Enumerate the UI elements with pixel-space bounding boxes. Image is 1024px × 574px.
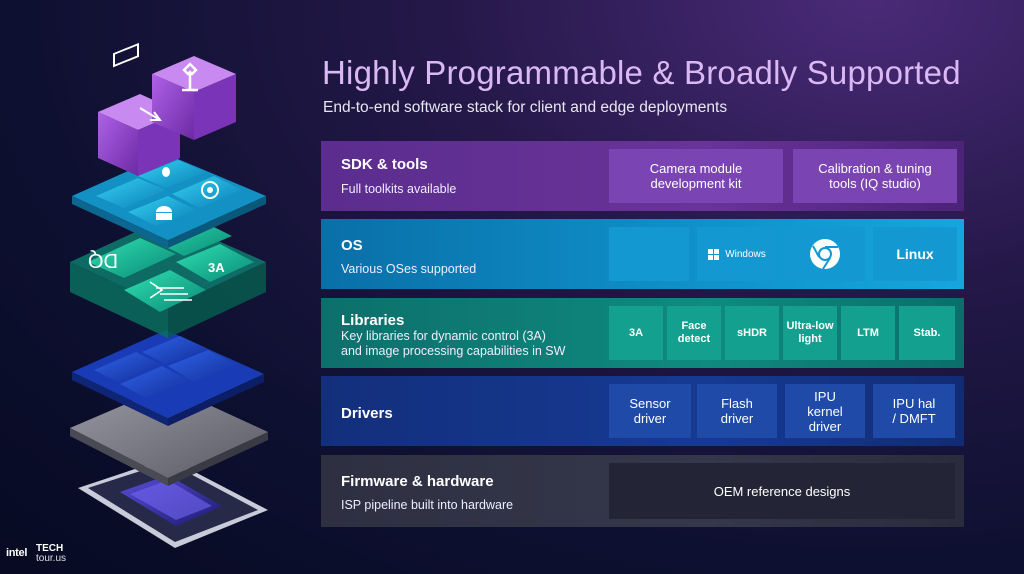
windows-cell: Windows <box>697 227 777 281</box>
sdk-tools-row: SDK & tools Full toolkits available Came… <box>321 141 964 211</box>
sdk-row-desc: Full toolkits available <box>341 182 457 196</box>
windows-label: Windows <box>725 248 766 260</box>
lib-ltm-cell: LTM <box>841 306 895 360</box>
firmware-hardware-row: Firmware & hardware ISP pipeline built i… <box>321 455 964 527</box>
linux-cell: Linux <box>873 227 957 281</box>
drivers-row: Drivers Sensor driver Flash driver IPU k… <box>321 376 964 446</box>
software-stack-illustration: DQ 3A <box>70 42 268 548</box>
ipu-hal-dmft-cell: IPU hal / DMFT <box>873 384 955 438</box>
tuning-illustration-icon <box>182 62 198 92</box>
sdk-row-title: SDK & tools <box>341 156 428 173</box>
libraries-row-desc: Key libraries for dynamic control (3A) a… <box>341 329 566 358</box>
tech-tour-logo: TECH tour.us <box>36 544 66 564</box>
chrome-cell <box>785 227 865 281</box>
os-row-desc: Various OSes supported <box>341 262 477 276</box>
firmware-row-desc: ISP pipeline built into hardware <box>341 498 514 512</box>
linux-illustration-icon <box>162 167 170 177</box>
camera-module-kit-cell: Camera module development kit <box>609 149 783 203</box>
chrome-illustration-icon <box>201 181 219 199</box>
page-title: Highly Programmable & Broadly Supported <box>322 54 961 91</box>
libraries-row: Libraries Key libraries for dynamic cont… <box>321 298 964 368</box>
sdk-layer <box>98 42 236 176</box>
tour-logo-text: tour.us <box>36 553 67 564</box>
drivers-layer <box>72 330 264 426</box>
page-subtitle: End-to-end software stack for client and… <box>323 99 728 116</box>
firmware-layer <box>70 386 268 486</box>
os-row: OS Various OSes supported Windows Linux <box>321 219 964 289</box>
tech-logo-text: TECH <box>36 543 64 554</box>
flash-driver-cell: Flash driver <box>697 384 777 438</box>
lib-stab-cell: Stab. <box>899 306 955 360</box>
tools-illustration-icon <box>113 42 162 121</box>
lib-3a-cell: 3A <box>609 306 663 360</box>
drivers-row-title: Drivers <box>341 405 393 422</box>
os-layer <box>72 139 266 248</box>
library-doc-icon <box>149 281 192 301</box>
3a-illustration-label: 3A <box>208 260 225 275</box>
os-blank-cell <box>609 227 689 281</box>
lib-face-detect-cell: Face detect <box>667 306 721 360</box>
oem-reference-designs-cell: OEM reference designs <box>609 463 955 519</box>
lib-shdr-cell: sHDR <box>725 306 779 360</box>
ipu-kernel-driver-cell: IPU kernel driver <box>785 384 865 438</box>
libraries-row-title: Libraries <box>341 312 405 329</box>
android-illustration-icon <box>156 206 172 220</box>
lib-ultra-low-light-cell: Ultra-low light <box>783 306 837 360</box>
chrome-logo-icon <box>810 239 840 270</box>
chip-layer <box>78 458 268 548</box>
os-row-title: OS <box>341 237 363 254</box>
firmware-row-title: Firmware & hardware <box>341 473 494 490</box>
dq-illustration-label: DQ <box>88 249 118 271</box>
sensor-driver-cell: Sensor driver <box>609 384 691 438</box>
calibration-tools-cell: Calibration & tuning tools (IQ studio) <box>793 149 957 203</box>
windows-logo-icon <box>708 248 720 260</box>
intel-logo: intel <box>6 547 28 559</box>
